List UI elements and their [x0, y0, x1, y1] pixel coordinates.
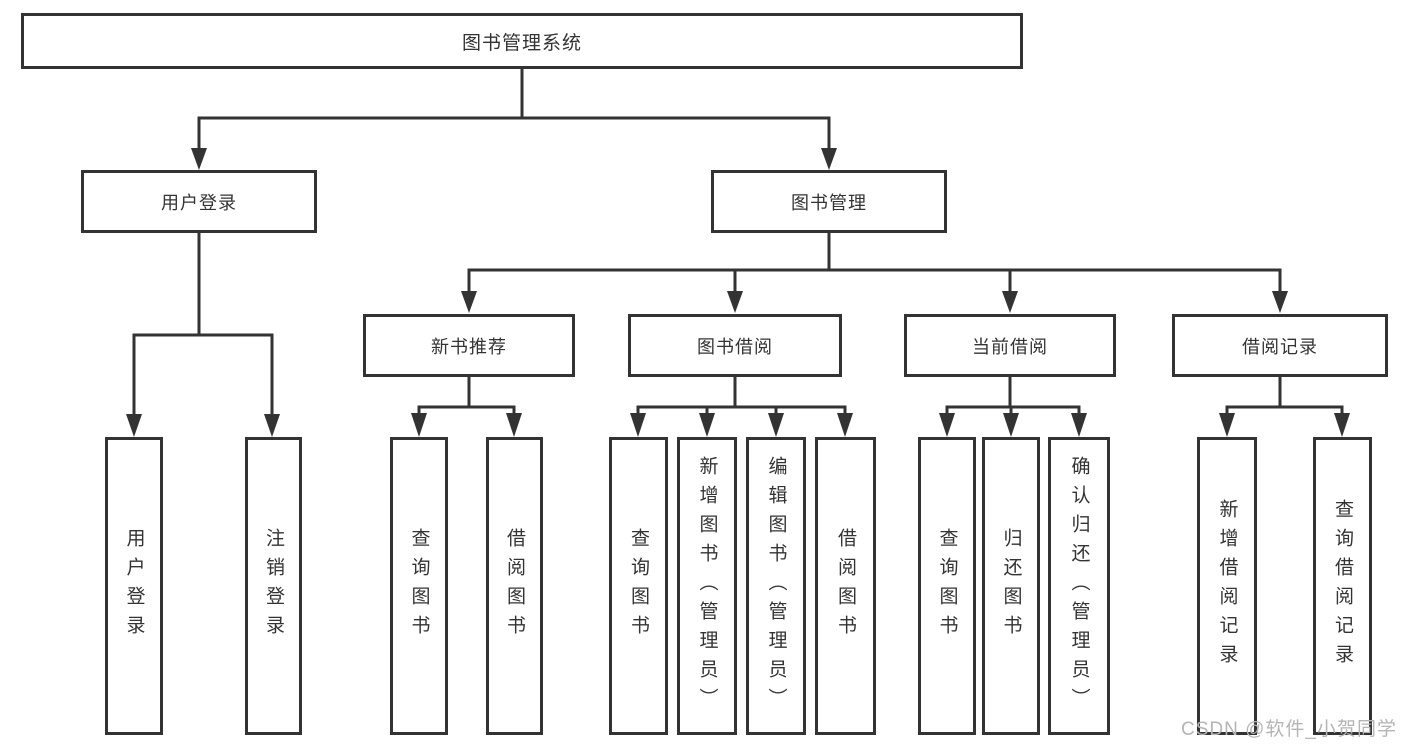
connector-user-login-to-children — [126, 233, 280, 437]
node-query-books-borrow: 查询图书 — [609, 437, 668, 735]
node-book-management: 图书管理 — [711, 170, 947, 233]
connector-borrow-records-to-children — [1219, 377, 1350, 437]
node-book-borrow: 图书借阅 — [628, 314, 842, 377]
node-return-book: 归还图书 — [982, 437, 1040, 735]
node-query-books-recommend: 查询图书 — [390, 437, 448, 735]
node-add-borrow-record: 新增借阅记录 — [1197, 437, 1257, 735]
node-logout-action: 注销登录 — [245, 437, 302, 735]
node-borrow-books-recommend: 借阅图书 — [486, 437, 543, 735]
connector-book-borrow-to-children — [630, 377, 853, 437]
node-query-borrow-record: 查询借阅记录 — [1313, 437, 1372, 735]
node-edit-book-admin: 编辑图书（管理员） — [746, 437, 806, 735]
node-query-books-current: 查询图书 — [918, 437, 976, 735]
connector-new-book-recommend-to-children — [411, 377, 522, 437]
connector-current-borrow-to-children — [939, 377, 1087, 437]
node-user-login-action: 用户登录 — [105, 437, 163, 735]
node-user-login: 用户登录 — [81, 170, 317, 233]
connector-root-to-level2 — [191, 69, 837, 170]
watermark: CSDN @软件_小贺同学 — [1181, 719, 1397, 740]
connector-book-management-to-level3 — [461, 233, 1288, 313]
node-confirm-return-admin: 确认归还（管理员） — [1048, 437, 1110, 735]
node-root: 图书管理系统 — [21, 13, 1023, 69]
node-add-book-admin: 新增图书（管理员） — [677, 437, 737, 735]
node-new-book-recommend: 新书推荐 — [363, 314, 575, 377]
node-borrow-books: 借阅图书 — [815, 437, 876, 735]
node-current-borrow: 当前借阅 — [904, 314, 1116, 377]
node-borrow-records: 借阅记录 — [1172, 314, 1388, 377]
